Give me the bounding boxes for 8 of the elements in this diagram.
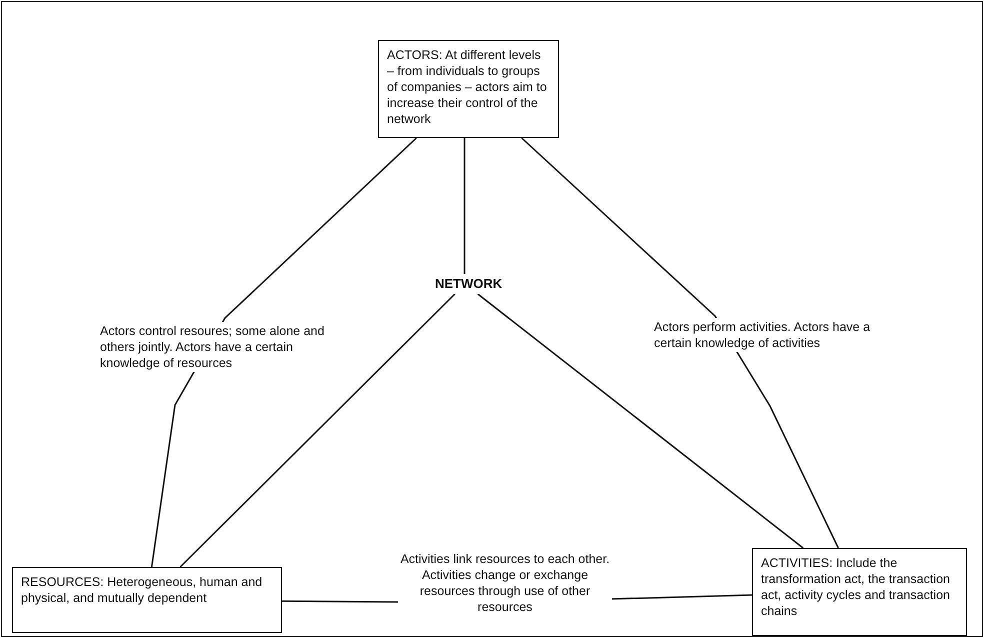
concept-box: RESOURCES: Heterogeneous, human and physical, and mutually dependent <box>12 567 282 633</box>
concept-box: ACTIVITIES: Include the transformation act, the transaction act, activity cycles and transaction chains <box>752 548 967 636</box>
connector-line <box>521 137 839 548</box>
connector-line <box>180 293 456 568</box>
concept-box: ACTORS: At different levels – from individuals to groups of companies – actors aim to increase their control of the network <box>378 40 559 138</box>
connector-line <box>477 293 804 549</box>
connector-line <box>150 137 417 568</box>
connector-line <box>464 138 466 274</box>
